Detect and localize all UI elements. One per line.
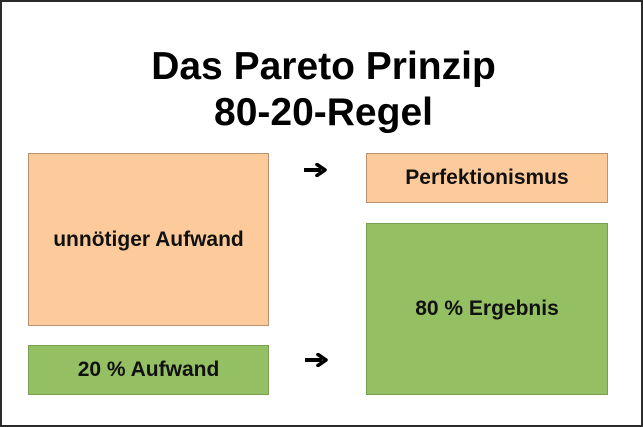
title-line-1: Das Pareto Prinzip bbox=[151, 45, 496, 88]
title-line-2: 80-20-Regel bbox=[214, 91, 433, 134]
right-arrow-icon bbox=[304, 163, 327, 177]
unnecessary-effort-box: unnötiger Aufwand bbox=[28, 153, 269, 326]
unnecessary-effort-label: unnötiger Aufwand bbox=[53, 227, 244, 251]
perfectionism-label: Perfektionismus bbox=[405, 166, 569, 189]
effort-20-box: 20 % Aufwand bbox=[28, 345, 269, 395]
result-80-box: 80 % Ergebnis bbox=[366, 223, 608, 395]
perfectionism-box: Perfektionismus bbox=[366, 153, 608, 203]
effort-20-label: 20 % Aufwand bbox=[77, 358, 220, 381]
result-80-label: 80 % Ergebnis bbox=[415, 297, 559, 320]
slide-title: Das Pareto Prinzip 80-20-Regel bbox=[2, 44, 643, 136]
right-arrow-icon bbox=[305, 353, 328, 367]
